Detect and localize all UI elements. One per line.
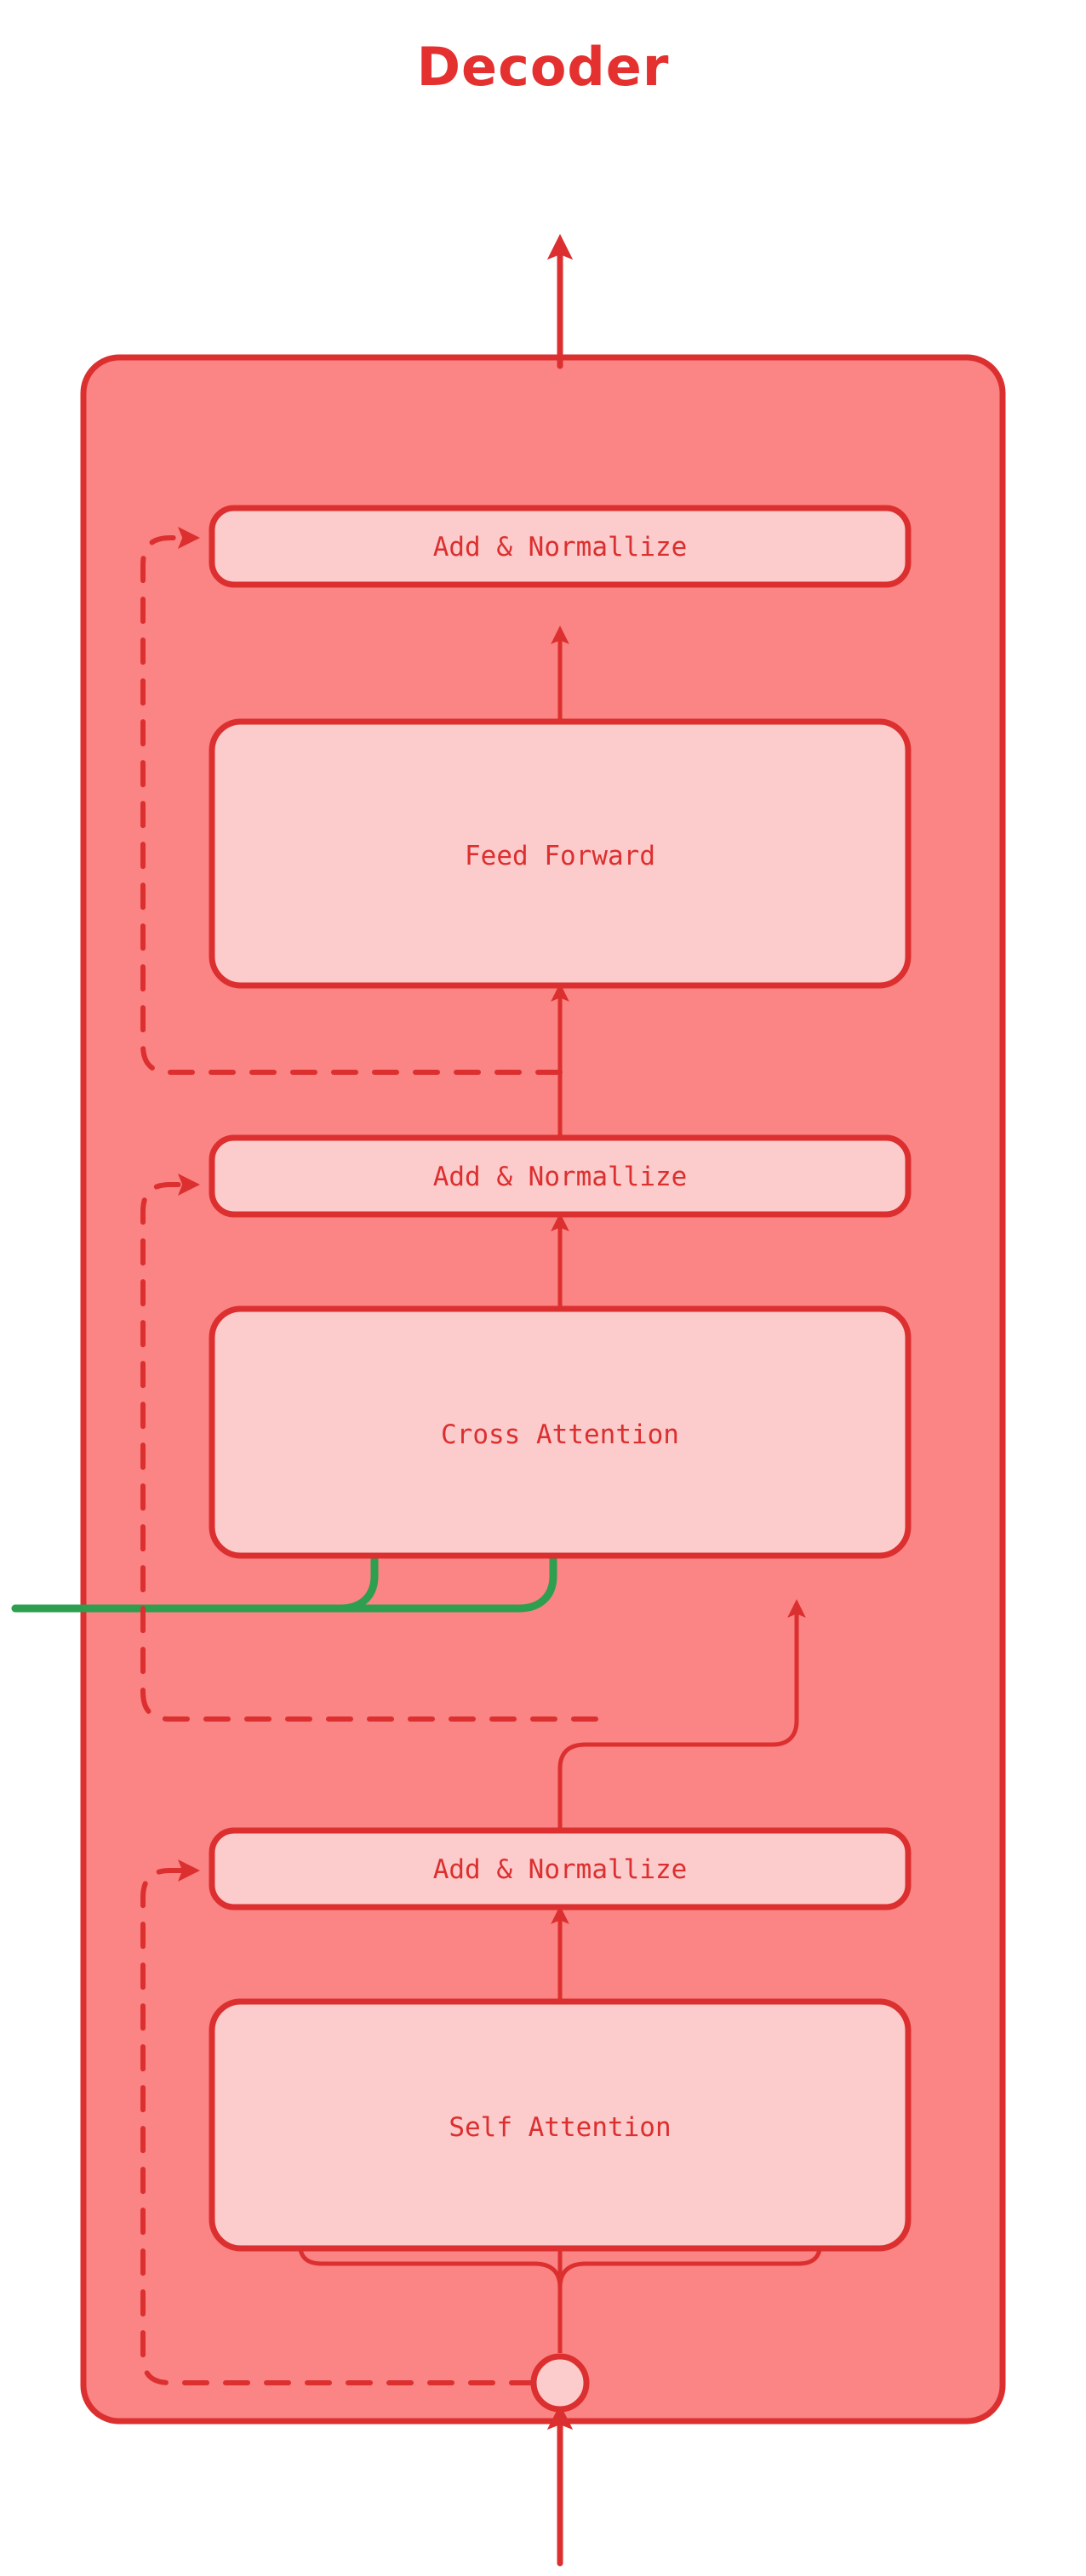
block-addnorm-top[interactable]: Add & Normallize: [209, 505, 912, 588]
encoder-output-to-cross-attention-value: [11, 1506, 570, 1613]
addnorm-mid-label: Add & Normallize: [433, 1162, 688, 1192]
cross-attention-label: Cross Attention: [441, 1419, 679, 1450]
addnorm-bottom-to-cross-attention: [557, 1599, 806, 1833]
input-junction-node: [530, 2353, 590, 2413]
self-attention-label: Self Attention: [449, 2112, 671, 2143]
residual-bottom-dashed: [140, 1859, 536, 2385]
addnorm-bottom-label: Add & Normallize: [433, 1854, 688, 1885]
addnorm-top-box[interactable]: [209, 505, 912, 588]
page-title: Decoder: [417, 36, 670, 98]
residual-mid-dashed: [140, 1174, 598, 1722]
addnorm-top-label: Add & Normallize: [433, 532, 688, 563]
block-addnorm-bottom[interactable]: Add & Normallize: [209, 1827, 912, 1911]
feed-forward-label: Feed Forward: [465, 841, 655, 871]
block-self-attention[interactable]: Self Attention: [209, 1998, 912, 2252]
residual-top-dashed: [140, 527, 563, 1075]
block-addnorm-mid[interactable]: Add & Normallize: [209, 1134, 912, 1218]
block-feed-forward[interactable]: Feed Forward: [209, 718, 912, 989]
block-cross-attention[interactable]: Cross Attention: [209, 1305, 912, 1559]
